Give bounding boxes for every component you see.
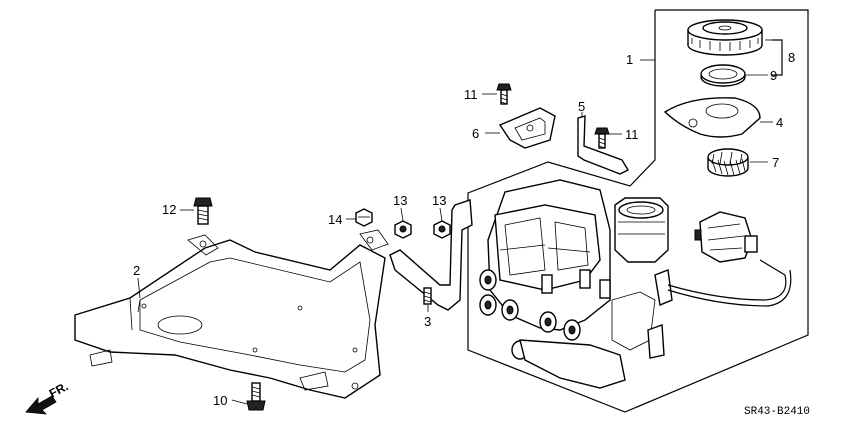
strap-bracket-5	[577, 115, 629, 175]
bolt-12	[193, 197, 213, 225]
callout-frame-1	[467, 9, 809, 413]
callout-3: 3	[424, 314, 431, 329]
reservoir-cap	[687, 19, 763, 56]
strainer	[707, 148, 749, 177]
modulator-assembly	[479, 179, 792, 389]
nut-14	[355, 208, 373, 227]
bolt-10	[246, 382, 266, 411]
callout-1: 1	[626, 52, 633, 67]
callout-10: 10	[213, 393, 227, 408]
mounting-bracket-6	[498, 107, 556, 149]
leader-lines	[137, 39, 773, 405]
splash-shield	[663, 97, 761, 138]
callout-11-upper: 11	[464, 87, 478, 102]
callout-8: 8	[788, 50, 795, 65]
front-direction-arrow-icon	[25, 395, 57, 415]
mounting-tray-2	[74, 229, 389, 399]
callout-11-strap: 11	[625, 127, 639, 142]
callout-7: 7	[772, 155, 779, 170]
nut-13-left	[394, 220, 412, 239]
callout-13-left: 13	[393, 193, 407, 208]
electrical-connector	[694, 211, 758, 263]
side-bracket-3	[389, 199, 473, 311]
callout-2: 2	[133, 263, 140, 278]
callout-4: 4	[776, 115, 783, 130]
bolt-strap	[594, 127, 610, 149]
callout-9: 9	[770, 68, 777, 83]
seal-ring	[700, 64, 746, 87]
callout-5: 5	[578, 99, 585, 114]
nut-13-right	[433, 220, 451, 239]
bolt-upper	[496, 83, 512, 105]
bracket-8	[772, 39, 783, 76]
callout-14: 14	[328, 212, 342, 227]
diagram-code: SR43-B2410	[744, 406, 810, 418]
callout-12: 12	[162, 202, 176, 217]
callout-6: 6	[472, 126, 479, 141]
callout-13-right: 13	[432, 193, 446, 208]
